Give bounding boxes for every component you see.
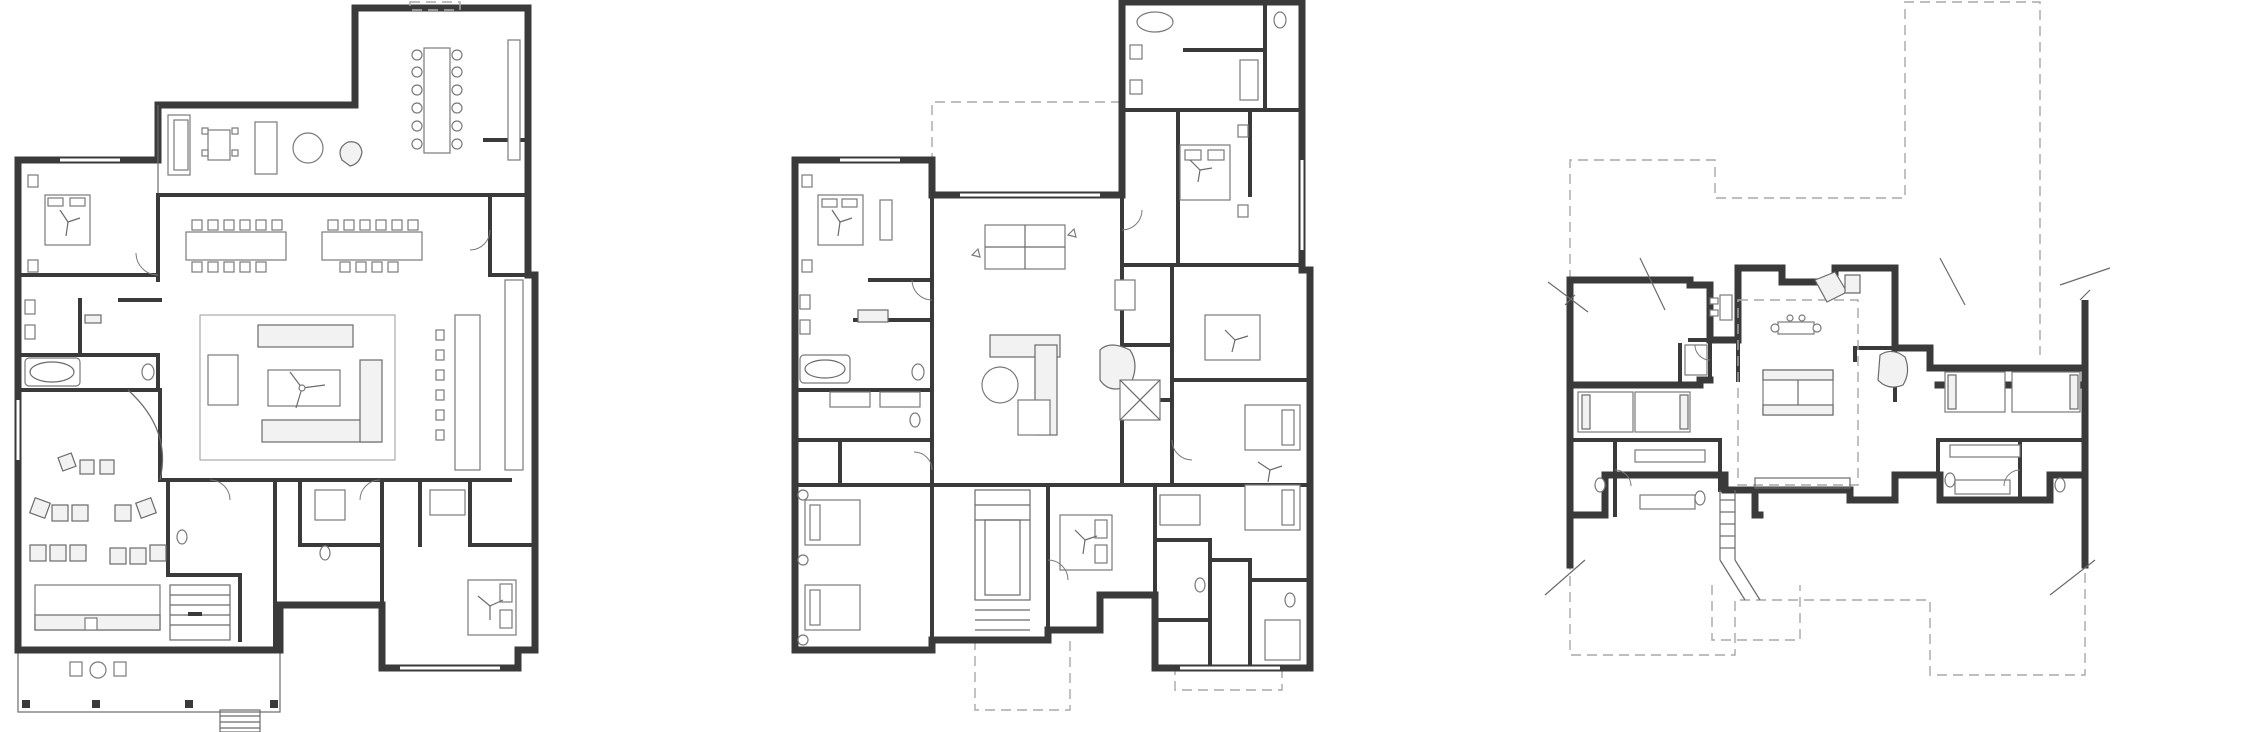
loft-outline	[1737, 299, 1859, 486]
dining-table-right-icon	[321, 219, 423, 273]
upper-exterior-wall-top	[1566, 264, 2089, 569]
upper-toilet-icon	[1273, 11, 1287, 29]
upper-vanity-left-icon	[1634, 449, 1706, 463]
roof-overhang-outline	[931, 101, 1123, 195]
plan-right	[1544, 1, 2111, 676]
loft-table-icon	[1770, 314, 1822, 335]
kitchen-island-icon	[454, 314, 481, 471]
bath-sink-icon	[1129, 44, 1143, 60]
bunk-bed-bottom-icon	[804, 584, 861, 631]
twin-bed-bottom-icon	[1244, 484, 1301, 531]
lower-bed-ceiling-fan-icon	[477, 595, 504, 620]
spiral-stair-icon	[1099, 344, 1136, 390]
plan-left	[14, 1, 539, 732]
twin-bed-top-icon	[1244, 404, 1301, 451]
loft-chair-icon	[1814, 271, 1848, 303]
left-exterior-wall	[14, 4, 539, 672]
living-ceiling-fan-icon	[289, 371, 326, 409]
upper-stair-icon	[1719, 490, 1761, 601]
main-bed-right-icon	[1179, 144, 1231, 201]
center-bed-icon	[1059, 514, 1113, 571]
twin-room-fan-icon	[1257, 461, 1283, 483]
kitchen-counter-icon	[504, 279, 524, 471]
plant-icon	[970, 247, 981, 258]
front-porch	[17, 649, 281, 713]
bath-right-fan-icon	[1224, 329, 1249, 353]
vanity-icon	[84, 314, 102, 324]
double-vanity-icon	[829, 391, 871, 408]
lower-roof-outline	[1569, 560, 2086, 676]
upper-vanity-right-icon	[1949, 444, 2021, 458]
terrace-console-icon	[254, 121, 278, 175]
bathtub-left-icon	[24, 357, 81, 387]
terrace-round-table-icon	[292, 132, 324, 164]
theater-curve	[127, 389, 164, 481]
living-sofa-icon	[207, 324, 383, 443]
round-coffee-table-icon	[981, 366, 1019, 404]
upper-bunk-left-icon	[1577, 391, 1691, 433]
bedroom-ceiling-fan-icon	[59, 209, 81, 237]
main-sofa-icon	[984, 224, 1066, 270]
toilet-icon	[141, 363, 155, 381]
theater-recliner-icon	[28, 452, 167, 565]
upper-bunk-right-icon	[1944, 371, 2081, 413]
bunk-bed-top-icon	[804, 499, 861, 546]
porch-overhang-outline	[974, 640, 1071, 711]
sectional-sofa-icon	[989, 334, 1061, 436]
sink-icon	[24, 299, 36, 315]
bar-stools-icon	[435, 329, 445, 441]
eave-line	[1547, 281, 1589, 313]
terrace-dining-table-icon	[201, 127, 239, 161]
center-bed-fan-icon	[1074, 529, 1098, 555]
lower-bed-icon	[467, 579, 517, 636]
main-bed-left-fan-icon	[831, 209, 853, 237]
porch-steps-stair-icon	[219, 709, 261, 732]
porch-table-icon	[89, 661, 107, 679]
upper-roof-outline	[1569, 1, 2041, 355]
balcony-rail	[1754, 477, 1851, 489]
theater-sofa-icon	[34, 584, 161, 631]
loft-sofa-icon	[1762, 369, 1834, 416]
long-dining-table-icon	[411, 47, 463, 154]
terrace-chair-icon	[339, 141, 363, 167]
upper-spiral-stair-icon	[1877, 350, 1909, 388]
bedroom-bed-icon	[44, 194, 91, 246]
main-bathtub-icon	[799, 354, 851, 384]
main-bed-right-fan-icon	[1189, 159, 1213, 183]
nightstand-icon	[27, 174, 39, 188]
living-rug	[199, 314, 396, 461]
skylight-outline	[409, 1, 461, 11]
loft-desk-icon	[1709, 294, 1733, 321]
built-in-counter-icon	[507, 39, 521, 161]
main-bed-left-icon	[817, 194, 864, 246]
dining-table-left-icon	[185, 219, 287, 273]
main-stair-icon	[974, 489, 1031, 631]
terrace-sofa-icon	[167, 114, 191, 176]
plan-middle	[791, 0, 1314, 711]
upper-bathtub-icon	[1136, 11, 1174, 33]
